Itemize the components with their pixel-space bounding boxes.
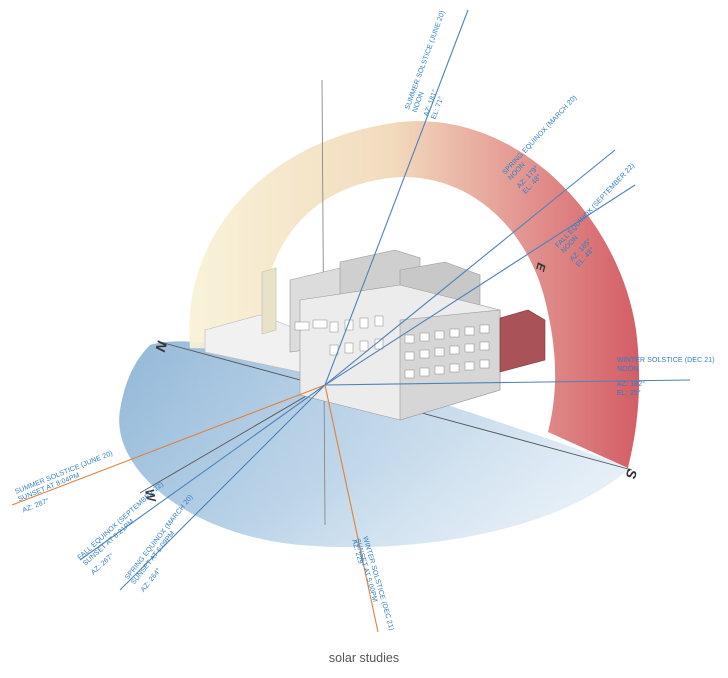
noon-rays (324, 9, 691, 386)
svg-text:SPRING EQUINOX (MARCH 20): SPRING EQUINOX (MARCH 20) (501, 94, 578, 176)
noon-label-winter: WINTER SOLSTICE (DEC 21) NOON AZ: 182° E… (617, 357, 715, 397)
compass-south: S (623, 467, 641, 481)
noon-ray-fall (324, 184, 636, 386)
sunset-label-summer: SUMMER SOLSTICE (JUNE 20) SUNSET AT 8:04… (14, 450, 114, 514)
noon-label-summer: SUMMER SOLSTICE (JUNE 20) NOON AZ: 181° … (404, 10, 446, 120)
sunset-ray-winter (324, 384, 379, 633)
noon-ray-spring (324, 149, 616, 386)
noon-ray-summer (324, 9, 469, 386)
sunset-ray-spring (119, 384, 326, 591)
ew-axis-line (139, 384, 326, 494)
svg-text:SUMMER SOLSTICE (JUNE 20): SUMMER SOLSTICE (JUNE 20) (14, 450, 114, 496)
svg-text:AZ: 182°: AZ: 182° (617, 380, 645, 388)
noon-ray-winter (324, 379, 691, 386)
svg-text:SUMMER SOLSTICE (JUNE 20): SUMMER SOLSTICE (JUNE 20) (404, 10, 446, 111)
sunset-ray-fall (79, 384, 326, 561)
ground-plane-fade (119, 341, 631, 548)
sunset-ray-summer (11, 384, 326, 506)
diagram-caption: solar studies (328, 651, 400, 665)
sun-path-arc (189, 121, 640, 469)
compass-west: W (142, 488, 159, 504)
sunset-rays (11, 384, 379, 633)
svg-text:WINTER SOLSTICE (DEC 21): WINTER SOLSTICE (DEC 21) (617, 357, 715, 364)
building-model (204, 249, 546, 421)
svg-text:EL: 25°: EL: 25° (617, 389, 641, 397)
svg-text:NOON: NOON (617, 366, 638, 373)
